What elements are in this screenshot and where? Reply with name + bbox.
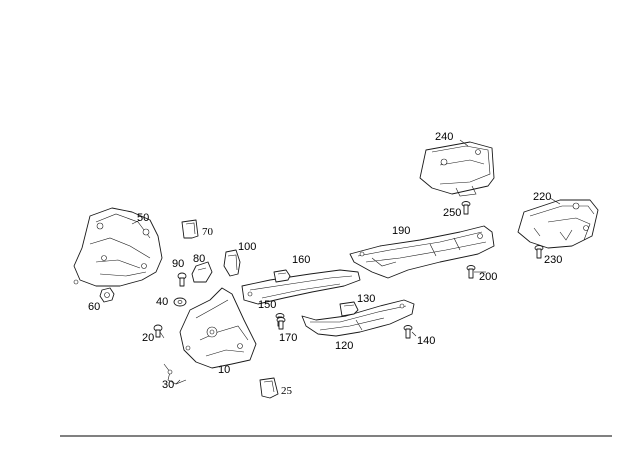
part-200-screw[interactable]	[466, 265, 476, 279]
part-140-screw[interactable]	[403, 325, 413, 339]
part-130-clip[interactable]	[339, 301, 359, 317]
part-25-clip[interactable]	[259, 377, 279, 399]
label-100: 100	[238, 241, 256, 253]
label-190: 190	[392, 225, 410, 237]
part-90-screw[interactable]	[177, 272, 187, 287]
part-220-heat-shield[interactable]	[517, 199, 599, 249]
label-10: 10	[218, 364, 230, 376]
label-230: 230	[544, 254, 562, 266]
part-70-clip[interactable]	[181, 219, 199, 239]
label-150: 150	[258, 299, 276, 311]
label-170: 170	[279, 332, 297, 344]
label-130: 130	[357, 293, 375, 305]
leader-lines	[131, 139, 561, 385]
part-40-washer[interactable]	[173, 297, 187, 307]
label-50: 50	[137, 212, 149, 224]
part-120-heat-shield[interactable]	[301, 299, 415, 337]
part-20-screw[interactable]	[153, 324, 163, 338]
label-70: 70	[202, 226, 214, 238]
part-190-heat-shield[interactable]	[349, 225, 495, 279]
label-250: 250	[443, 207, 461, 219]
part-250-screw[interactable]	[461, 201, 471, 215]
label-200: 200	[479, 271, 497, 283]
label-220: 220	[533, 191, 551, 203]
part-160-clip[interactable]	[273, 269, 291, 283]
part-160-heat-shield[interactable]	[241, 269, 361, 305]
label-40: 40	[156, 296, 168, 308]
label-80: 80	[193, 253, 205, 265]
part-80-bracket[interactable]	[191, 261, 213, 283]
label-120: 120	[335, 340, 353, 352]
part-170-screw[interactable]	[276, 317, 286, 330]
part-10-heat-shield[interactable]	[179, 287, 257, 369]
part-100-bracket[interactable]	[223, 249, 241, 277]
label-30: 30	[162, 379, 174, 391]
label-160: 160	[292, 254, 310, 266]
label-25: 25	[281, 385, 293, 397]
label-140: 140	[417, 335, 435, 347]
label-240: 240	[435, 131, 453, 143]
part-230-screw[interactable]	[534, 245, 544, 259]
part-60-nut[interactable]	[99, 287, 115, 303]
label-90: 90	[172, 258, 184, 270]
part-50-heat-shield[interactable]	[73, 207, 163, 287]
label-60: 60	[88, 301, 100, 313]
label-20: 20	[142, 332, 154, 344]
part-240-heat-shield[interactable]	[419, 141, 495, 197]
part-30-clip[interactable]	[163, 363, 187, 385]
